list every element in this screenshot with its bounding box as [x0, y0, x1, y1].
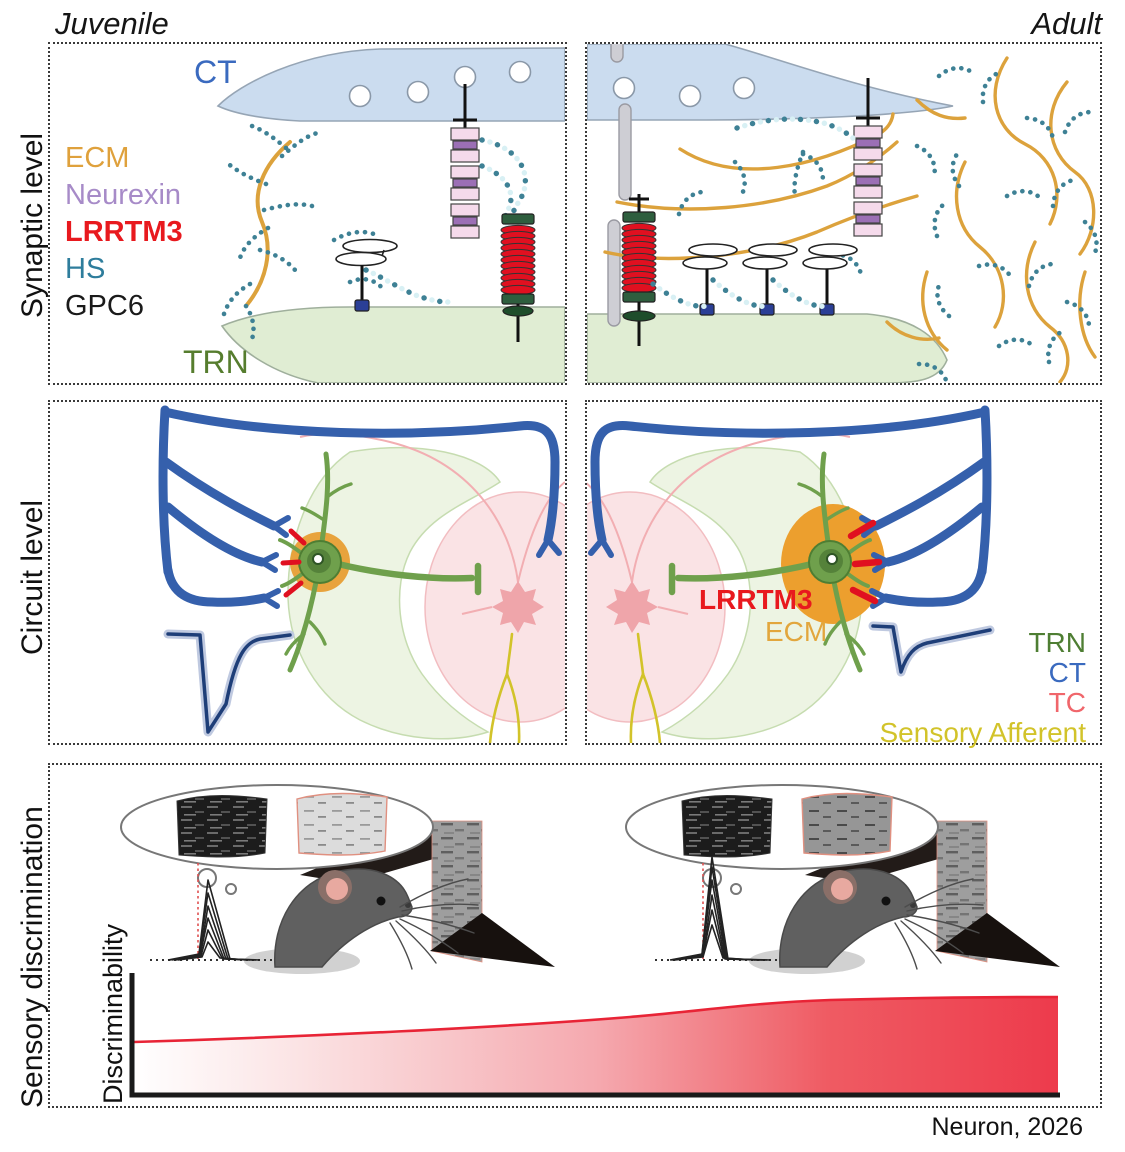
neurexin-molecule	[450, 84, 480, 239]
gpc6-molecule	[742, 243, 798, 316]
neurexin-molecule	[853, 78, 883, 237]
synaptic-adult-art	[587, 44, 1100, 383]
glial-process	[607, 44, 632, 327]
lrrtm3-synapses	[280, 528, 307, 598]
row-label-synaptic-level: Synaptic level	[16, 132, 49, 318]
legend-item-hs: HS	[65, 253, 106, 285]
ecm-strand	[221, 121, 387, 347]
legend-item-lrrtm3: LRRTM3	[65, 216, 183, 248]
circuit-adult-art	[587, 402, 995, 743]
hs-chain	[650, 277, 830, 310]
scene-juvenile	[120, 784, 556, 975]
column-title-adult: Adult	[1031, 6, 1102, 41]
scene-adult	[625, 784, 1061, 975]
psth-traces-juvenile	[167, 879, 261, 961]
circuit-legend: TRN CT TC Sensory Afferent	[880, 628, 1087, 748]
vesicle	[406, 80, 430, 104]
discriminability-area	[134, 997, 1058, 1093]
hs-chain	[734, 116, 858, 199]
chart-ylabel: Discriminability	[98, 923, 128, 1104]
panel-synaptic-adult	[585, 42, 1102, 385]
synaptic-legend: ECM Neurexin LRRTM3 HS GPC6	[65, 140, 183, 325]
circuit-lrrtm3-label: LRRTM3	[699, 584, 813, 615]
column-title-juvenile: Juvenile	[55, 6, 169, 41]
gpc6-molecule	[335, 238, 451, 312]
trn-label: TRN	[183, 344, 249, 380]
lrrtm3-molecule	[621, 194, 657, 346]
trn-dendrite	[220, 306, 565, 383]
epsc-trace-adult	[868, 621, 995, 677]
legend-item-tc: TC	[1048, 687, 1086, 718]
circuit-juvenile-art	[50, 402, 565, 743]
legend-item-gpc6: GPC6	[65, 290, 144, 322]
vesicle	[612, 76, 636, 100]
discriminability-curve	[133, 995, 1059, 1044]
legend-item-trn: TRN	[1028, 627, 1086, 658]
ct-axon-terminal	[216, 47, 565, 122]
lrrtm3-molecule	[500, 213, 536, 342]
chart-axes	[129, 973, 1060, 1098]
texture-swatch-smooth	[296, 792, 388, 856]
panel-synaptic-juvenile: ECM Neurexin LRRTM3 HS GPC6 CT TRN	[48, 42, 567, 385]
lrrtm3-synapses	[847, 519, 883, 605]
panel-circuit-juvenile	[48, 400, 567, 745]
legend-item-sensory-afferent: Sensory Afferent	[879, 717, 1087, 748]
legend-item-ct: CT	[1048, 657, 1086, 688]
texture-swatch-rough	[681, 795, 773, 858]
psth-traces-adult	[669, 856, 772, 961]
gpc6-molecule	[802, 243, 858, 316]
vesicle	[732, 76, 756, 100]
panel-circuit-adult: LRRTM3 ECM TRN CT TC Sensory Afferent	[585, 400, 1102, 748]
legend-item-ecm: ECM	[65, 142, 130, 174]
synaptic-juvenile-art	[216, 47, 565, 383]
epsc-trace-juvenile	[163, 629, 295, 737]
discrimination-art	[120, 784, 1061, 1098]
texture-swatch-rough	[176, 795, 268, 858]
legend-item-neurexin: Neurexin	[65, 179, 182, 211]
ct-axon-terminal	[587, 44, 954, 121]
vesicle	[678, 84, 702, 108]
row-label-sensory-discrimination: Sensory discrimination	[16, 806, 49, 1108]
circuit-ecm-label: ECM	[765, 616, 828, 647]
texture-swatch-smooth	[801, 792, 893, 856]
vesicle	[348, 84, 372, 108]
trn-dendrite	[587, 313, 948, 383]
journal-credit: Neuron, 2026	[931, 1113, 1083, 1141]
hs-chain	[479, 137, 529, 229]
discriminability-chart	[129, 973, 1060, 1098]
row-label-circuit-level: Circuit level	[16, 499, 49, 655]
gpc6-molecule	[682, 243, 738, 316]
panel-sensory-discrimination: Discriminability	[48, 763, 1102, 1108]
vesicle	[508, 60, 532, 84]
ct-label: CT	[194, 54, 237, 90]
